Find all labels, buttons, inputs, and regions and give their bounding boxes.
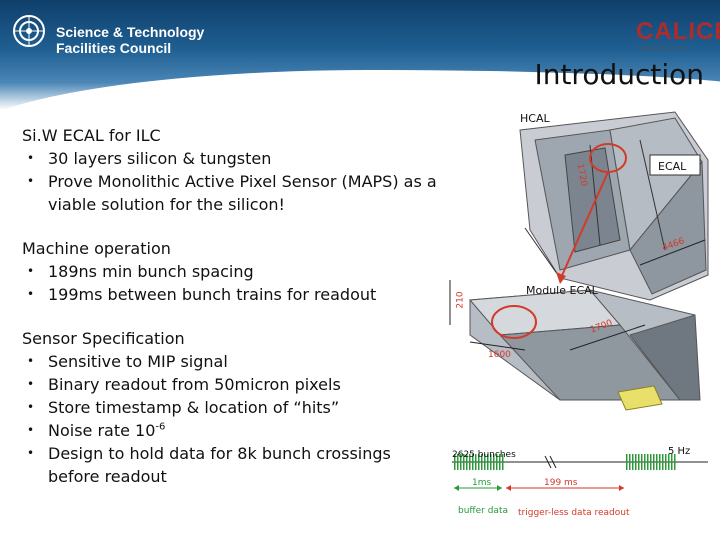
slide-title: Introduction xyxy=(534,58,704,91)
train-time-label: 1ms xyxy=(472,478,492,488)
calice-tagline: Collaboration for ILC xyxy=(638,46,690,52)
section-heading: Sensor Specification xyxy=(22,329,185,348)
ecal-label: ECAL xyxy=(658,160,687,173)
org-name-line1: Science & Technology xyxy=(56,24,205,40)
hcal-label: HCAL xyxy=(520,112,550,125)
section-heading: Si.W ECAL for ILC xyxy=(22,126,161,145)
gap-time-label: 199 ms xyxy=(544,478,578,488)
stfc-logo-icon xyxy=(13,15,45,47)
module-ecal-label: Module ECAL xyxy=(526,284,598,297)
bullet-item: Binary readout from 50micron pixels xyxy=(22,373,442,396)
org-name: Science & Technology Facilities Council xyxy=(56,24,204,56)
sensor-pad xyxy=(617,385,663,411)
bullet-list: Sensitive to MIP signal Binary readout f… xyxy=(22,350,442,488)
dim-line-1600 xyxy=(469,341,526,351)
section-machine: Machine operation 189ns min bunch spacin… xyxy=(22,237,442,306)
calice-logo: CALICE Collaboration for ILC xyxy=(636,18,720,56)
dim-label-210: 210 xyxy=(455,291,466,309)
dim-label-1600: 1600 xyxy=(488,350,511,360)
bullet-item: Store timestamp & location of “hits” xyxy=(22,396,442,419)
bullet-item: 30 layers silicon & tungsten xyxy=(22,147,442,170)
rate-label: 5 Hz xyxy=(668,446,691,457)
bullet-list: 189ns min bunch spacing 199ms between bu… xyxy=(22,260,442,306)
org-name-line2: Facilities Council xyxy=(56,40,172,56)
calice-logo-text: CALICE xyxy=(636,18,720,45)
dim-line-4466 xyxy=(639,239,706,266)
bullet-item: 189ns min bunch spacing xyxy=(22,260,442,283)
detector-figure: HCAL ECAL Module ECAL 1700 1600 210 1720… xyxy=(440,100,720,540)
barrel-drawing xyxy=(519,111,709,301)
bullet-item-noise: Noise rate 10-6 xyxy=(22,419,442,442)
bullet-item: Sensitive to MIP signal xyxy=(22,350,442,373)
section-sensor: Sensor Specification Sensitive to MIP si… xyxy=(22,327,442,488)
buffer-data-label: buffer data xyxy=(458,506,508,516)
ecal-label-box xyxy=(649,154,701,176)
trigger-less-label: trigger-less data readout xyxy=(518,508,630,518)
noise-exponent: -6 xyxy=(155,421,166,433)
section-ecal: Si.W ECAL for ILC 30 layers silicon & tu… xyxy=(22,124,442,216)
bullet-item: 199ms between bunch trains for readout xyxy=(22,283,442,306)
ecal-arrowhead xyxy=(556,272,566,284)
noise-text: Noise rate 10 xyxy=(48,421,156,440)
bunch-train-diagram xyxy=(452,454,708,491)
header-banner: Science & Technology Facilities Council xyxy=(0,0,720,110)
bullet-list: 30 layers silicon & tungsten Prove Monol… xyxy=(22,147,442,216)
detector-drawing xyxy=(449,111,709,491)
bullet-item: Design to hold data for 8k bunch crossin… xyxy=(22,442,442,488)
module-highlight-ring xyxy=(491,305,537,339)
slide-body: Si.W ECAL for ILC 30 layers silicon & tu… xyxy=(22,124,442,509)
bullet-item: Prove Monolithic Active Pixel Sensor (MA… xyxy=(22,170,442,216)
ecal-arrow xyxy=(559,171,609,281)
section-heading: Machine operation xyxy=(22,239,171,258)
dim-line-1700 xyxy=(569,324,646,351)
bunches-label: 2625 bunches xyxy=(452,450,516,460)
module-ecal-drawing xyxy=(468,289,701,411)
